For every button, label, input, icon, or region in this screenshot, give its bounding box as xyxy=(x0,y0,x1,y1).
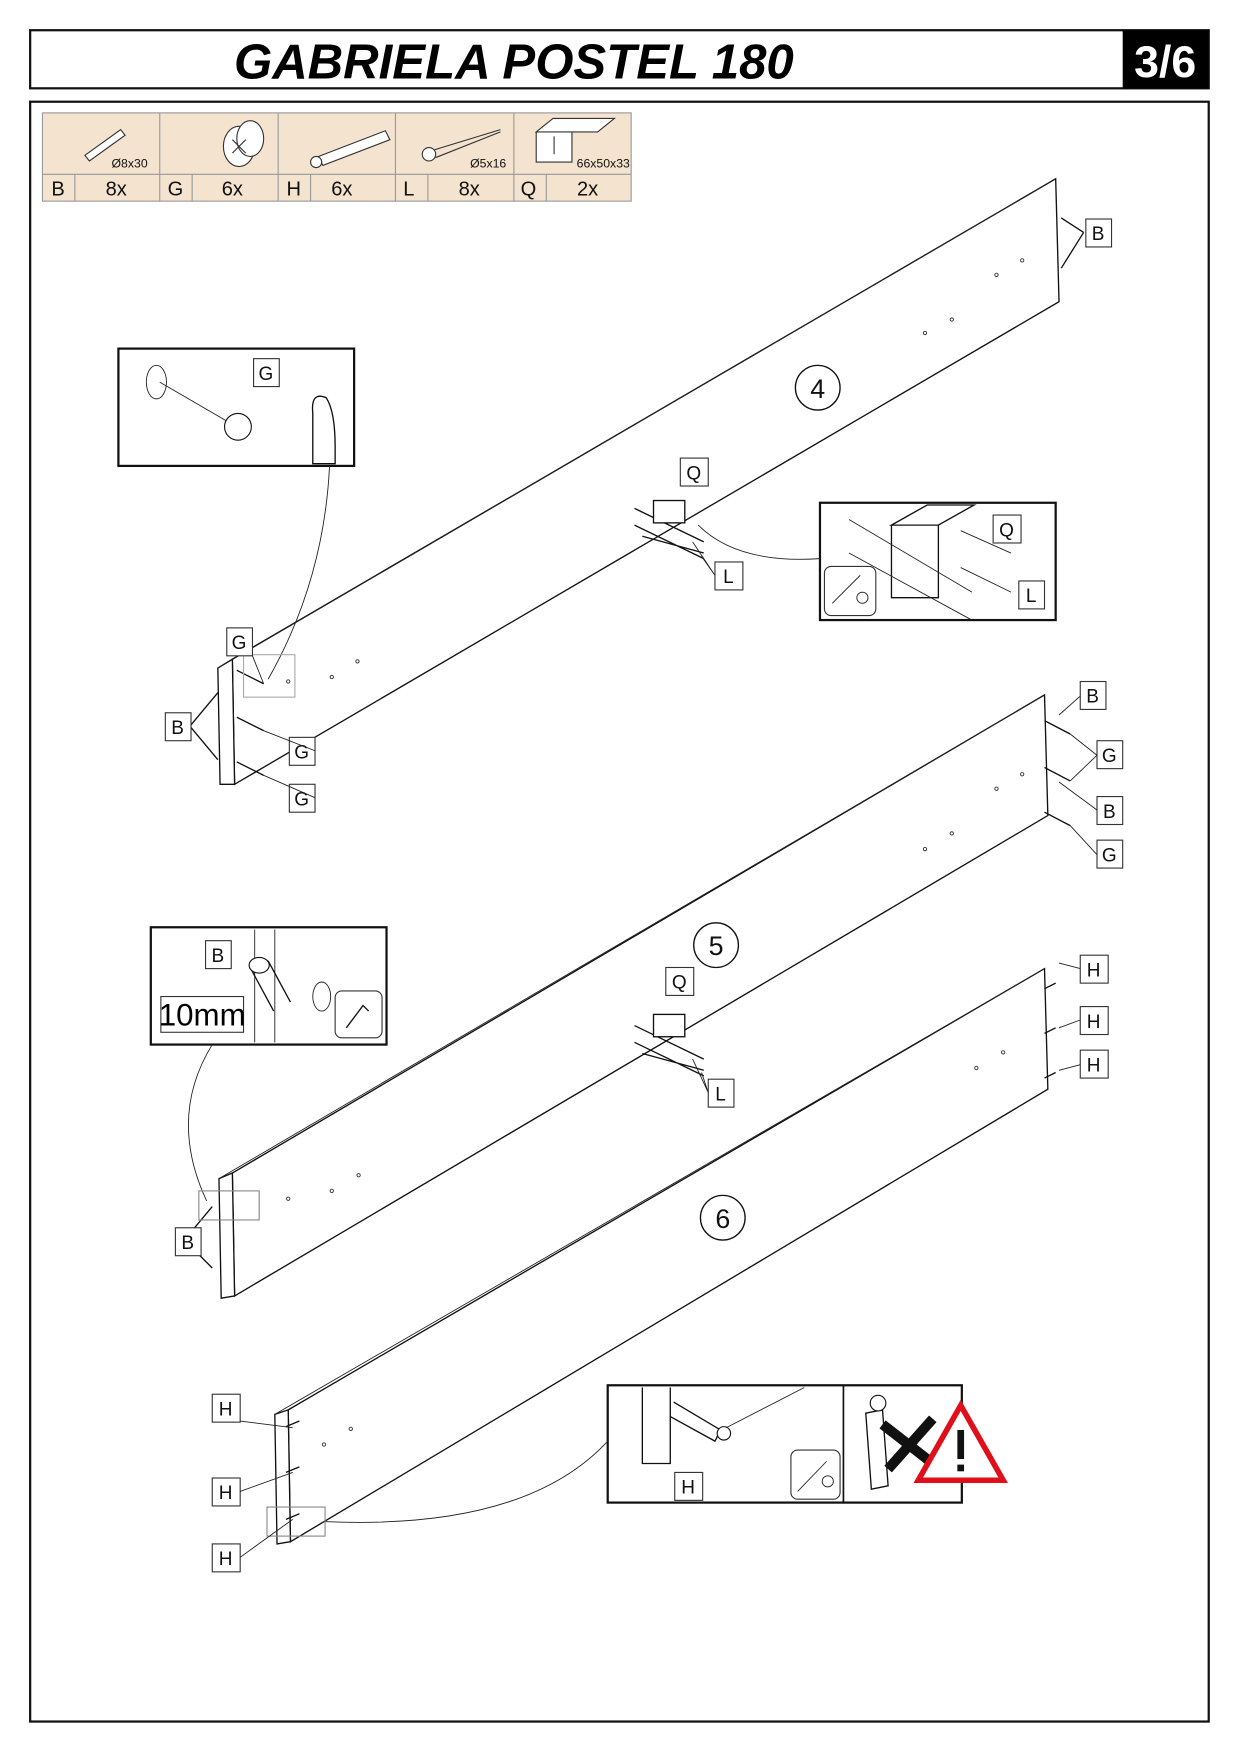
svg-text:B: B xyxy=(1086,687,1099,708)
part-letter: G xyxy=(168,179,184,201)
svg-text:G: G xyxy=(232,633,247,654)
svg-text:Q: Q xyxy=(672,973,687,994)
content-frame xyxy=(29,100,1210,1723)
holes xyxy=(286,258,1025,1447)
svg-text:B: B xyxy=(171,718,184,739)
svg-text:H: H xyxy=(681,1478,695,1499)
svg-text:B: B xyxy=(181,1233,194,1254)
detail-cam-bolt xyxy=(266,1384,1008,1537)
svg-text:H: H xyxy=(1087,960,1101,981)
svg-text:G: G xyxy=(294,790,309,811)
screwdriver-icon xyxy=(790,1449,841,1500)
svg-text:G: G xyxy=(258,364,273,385)
svg-text:G: G xyxy=(294,743,309,764)
label-h: H xyxy=(211,1543,241,1573)
panel-5 xyxy=(218,693,1049,1299)
label-q: Q xyxy=(992,514,1022,544)
part-letter: B xyxy=(51,179,64,201)
svg-text:H: H xyxy=(1087,1055,1101,1076)
svg-text:Q: Q xyxy=(999,520,1014,541)
label-h: H xyxy=(1079,954,1109,984)
svg-text:B: B xyxy=(1092,224,1105,245)
label-g: G xyxy=(1096,740,1124,770)
svg-text:H: H xyxy=(219,1549,233,1570)
label-h: H xyxy=(674,1471,704,1501)
svg-text:H: H xyxy=(1087,1012,1101,1033)
label-q: Q xyxy=(679,457,709,487)
step-number: 4 xyxy=(810,374,825,404)
label-g: G xyxy=(253,358,280,388)
svg-text:L: L xyxy=(723,567,734,588)
label-b: B xyxy=(1079,680,1107,710)
label-l: L xyxy=(714,561,744,591)
svg-text:G: G xyxy=(1102,746,1117,767)
detail-cam-lock xyxy=(117,347,356,698)
fittings xyxy=(183,217,1085,1520)
page-title: GABRIELA POSTEL 180 xyxy=(234,35,794,89)
label-q: Q xyxy=(665,966,695,996)
part-qty: 2x xyxy=(577,179,598,201)
label-g: G xyxy=(226,627,254,657)
part-letter: L xyxy=(403,179,414,201)
label-g: G xyxy=(288,783,316,813)
part-labels: B G Q L Q L G B G G B G B G B Q L H H H … xyxy=(164,218,1124,1573)
angle-bracket-icon xyxy=(534,117,617,163)
dimension-label: 10mm xyxy=(159,998,246,1033)
part-letter: H xyxy=(287,179,302,201)
dowel-icon xyxy=(84,128,126,162)
label-b: B xyxy=(164,712,192,742)
wrong-cross-icon xyxy=(879,1415,937,1473)
label-g: G xyxy=(1096,839,1124,869)
svg-text:L: L xyxy=(715,1084,726,1105)
label-h: H xyxy=(211,1477,241,1507)
svg-text:H: H xyxy=(219,1483,233,1504)
part-size: 66x50x33 xyxy=(577,157,630,171)
finger-icon xyxy=(311,395,336,465)
cam-bolt-icon xyxy=(309,130,391,169)
detail-dowel-depth: 10mm xyxy=(149,926,388,1221)
part-letter: Q xyxy=(521,179,537,201)
svg-text:Q: Q xyxy=(686,463,701,484)
svg-text:B: B xyxy=(1103,802,1116,823)
step-6: 6 xyxy=(699,1194,746,1241)
step-4: 4 xyxy=(794,364,841,411)
label-h: H xyxy=(1079,1049,1109,1079)
panel-4 xyxy=(217,177,1060,786)
hammer-icon xyxy=(334,990,383,1039)
label-l: L xyxy=(707,1078,735,1108)
svg-text:H: H xyxy=(219,1399,233,1420)
part-qty: 6x xyxy=(222,179,243,201)
cam-lock-icon xyxy=(222,120,265,168)
warning-icon xyxy=(913,1399,1008,1484)
panel-6 xyxy=(274,967,1049,1545)
label-b: B xyxy=(1096,796,1124,826)
step-number: 6 xyxy=(715,1204,730,1234)
label-h: H xyxy=(1079,1006,1109,1036)
label-g: G xyxy=(288,736,316,766)
step-5: 5 xyxy=(693,922,740,969)
step-number: 5 xyxy=(709,931,724,961)
parts-table: Ø8x30 Ø5x16 66x50x33 B 8x G 6x H 6x L 8x… xyxy=(41,112,632,202)
header: GABRIELA POSTEL 180 3/6 xyxy=(29,29,1210,90)
screw-icon xyxy=(421,129,501,162)
leader-lines xyxy=(239,541,1098,1558)
part-qty: 6x xyxy=(331,179,352,201)
screwdriver-icon xyxy=(823,565,877,617)
svg-text:B: B xyxy=(212,946,225,967)
label-l: L xyxy=(1018,580,1046,610)
part-qty: 8x xyxy=(106,179,127,201)
label-b: B xyxy=(1085,218,1113,248)
page-number: 3/6 xyxy=(1134,38,1196,87)
part-size: Ø8x30 xyxy=(112,157,148,171)
svg-text:G: G xyxy=(1102,845,1117,866)
part-size: Ø5x16 xyxy=(470,157,506,171)
part-qty: 8x xyxy=(459,179,480,201)
label-b: B xyxy=(204,940,232,970)
svg-text:L: L xyxy=(1026,586,1037,607)
label-b: B xyxy=(174,1227,202,1257)
label-h: H xyxy=(211,1393,241,1423)
